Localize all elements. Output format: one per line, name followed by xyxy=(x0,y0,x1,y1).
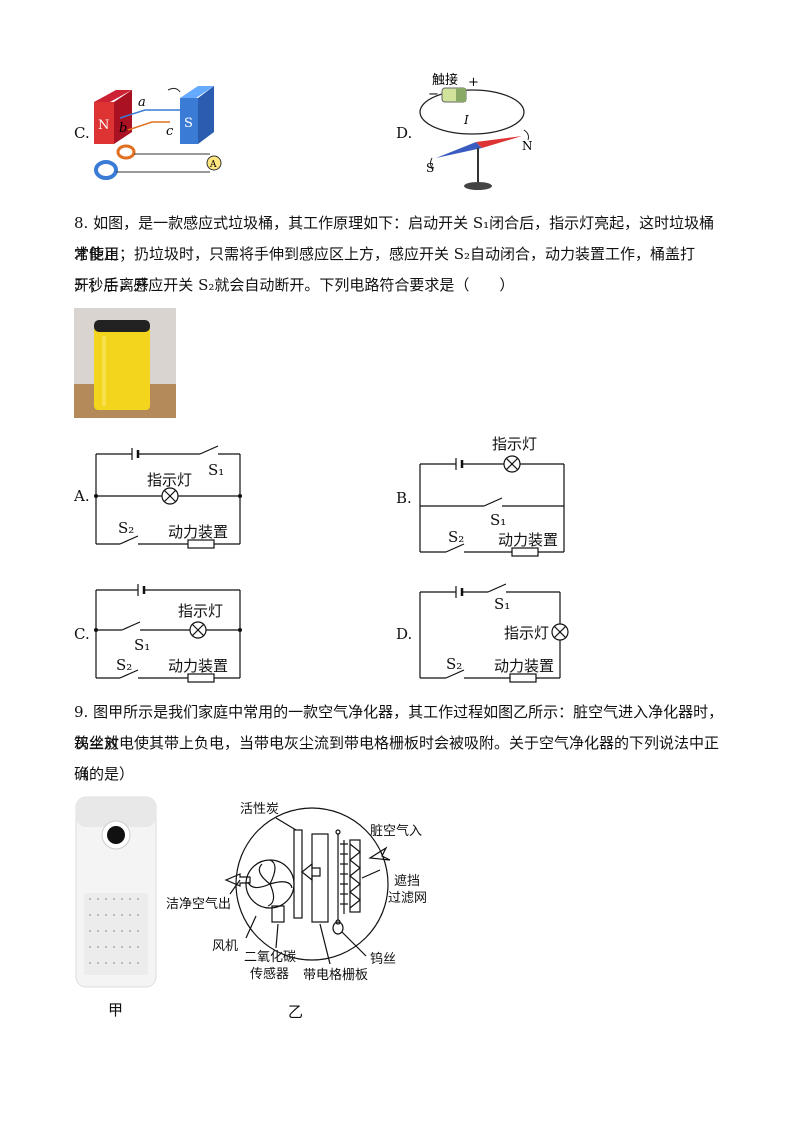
circuit-b xyxy=(419,455,565,557)
wire-b-label: b xyxy=(119,121,127,136)
circuit-d xyxy=(419,583,569,683)
dirty-air-in-label: 脏空气入 xyxy=(370,824,423,839)
q8-line-2: 常使用；扔垃圾时，只需将手伸到感应区上方，感应开关 S₂自动闭合，动力装置工作，… xyxy=(74,245,696,294)
q7-option-c-figure: N S a b c A xyxy=(94,86,222,180)
contact-label: 触接 xyxy=(432,72,458,88)
option-c-label: C. xyxy=(74,124,90,142)
current-label: I xyxy=(463,113,469,127)
circuit-d-s2-label: S₂ xyxy=(446,655,463,673)
q9-line-1: 9. 图甲所示是我们家庭中常用的一款空气净化器，其工作过程如图乙所示：脏空气进入… xyxy=(74,703,724,752)
circuit-c-s2-label: S₂ xyxy=(116,656,133,674)
circuit-b-s1-label: S₁ xyxy=(490,511,507,529)
minus-label: − xyxy=(428,87,439,102)
tungsten-wire-label: 钨丝 xyxy=(370,952,397,967)
figure-jia-caption: 甲 xyxy=(108,1001,124,1019)
circuit-a-lamp-label: 指示灯 xyxy=(147,471,193,489)
plus-label: + xyxy=(468,75,479,90)
air-purifier-photo xyxy=(75,796,157,988)
s-pole-label: S xyxy=(184,116,193,131)
needle-n-label: N xyxy=(522,139,533,153)
clean-air-out-label: 洁净空气出 xyxy=(166,897,232,912)
circuit-b-lamp-label: 指示灯 xyxy=(492,435,538,453)
figure-yi-caption: 乙 xyxy=(288,1003,304,1021)
option-d-label: D. xyxy=(396,124,413,142)
circuit-b-s2-label: S₂ xyxy=(448,528,465,546)
circuit-c-lamp-label: 指示灯 xyxy=(178,602,224,620)
q7-option-d-figure: 触接 + − I S N xyxy=(419,72,533,190)
circuit-d-letter: D. xyxy=(396,625,413,643)
circuit-c-motor-label: 动力装置 xyxy=(168,657,229,675)
fan-label: 风机 xyxy=(212,939,239,954)
circuit-a-letter: A. xyxy=(74,487,90,505)
needle-s-label: S xyxy=(426,161,434,175)
circuit-a-motor-label: 动力装置 xyxy=(168,523,229,541)
q9-line-3: （ ） xyxy=(74,765,135,783)
circuit-d-s1-label: S₁ xyxy=(494,595,511,613)
circuit-a-s2-label: S₂ xyxy=(118,519,135,537)
charged-grid-label: 带电格栅板 xyxy=(303,968,369,983)
circuit-c-letter: C. xyxy=(74,625,90,643)
filter-mesh-label-1: 遮挡 xyxy=(394,874,421,889)
circuit-c xyxy=(94,584,242,683)
circuit-b-motor-label: 动力装置 xyxy=(498,531,559,549)
filter-mesh-label-2: 过滤网 xyxy=(388,891,428,906)
purifier-diagram xyxy=(224,807,391,965)
co2-sensor-label-2: 传感器 xyxy=(250,967,290,982)
n-pole-label: N xyxy=(98,118,109,133)
q8-line-1: 8. 如图，是一款感应式垃圾桶，其工作原理如下：启动开关 S₁闭合后，指示灯亮起… xyxy=(74,214,715,263)
circuit-a xyxy=(94,445,242,549)
q8-line-3: 5 秒后，感应开关 S₂就会自动断开。下列电路符合要求是（ ） xyxy=(74,276,515,294)
co2-sensor-label-1: 二氧化碳 xyxy=(244,950,297,965)
wire-a-label: a xyxy=(138,95,146,110)
circuit-c-s1-label: S₁ xyxy=(134,636,151,654)
wire-c-label: c xyxy=(166,124,174,139)
circuit-d-lamp-label: 指示灯 xyxy=(504,624,550,642)
activated-carbon-label: 活性炭 xyxy=(240,802,280,817)
circuit-b-letter: B. xyxy=(396,489,412,507)
trash-can-photo xyxy=(74,308,176,418)
circuit-d-motor-label: 动力装置 xyxy=(494,657,555,675)
q9-line-2: 灰尘放电使其带上负电，当带电灰尘流到带电格栅板时会被吸附。关于空气净化器的下列说… xyxy=(74,734,720,783)
circuit-a-s1-label: S₁ xyxy=(208,461,225,479)
ammeter-label: A xyxy=(209,160,217,170)
